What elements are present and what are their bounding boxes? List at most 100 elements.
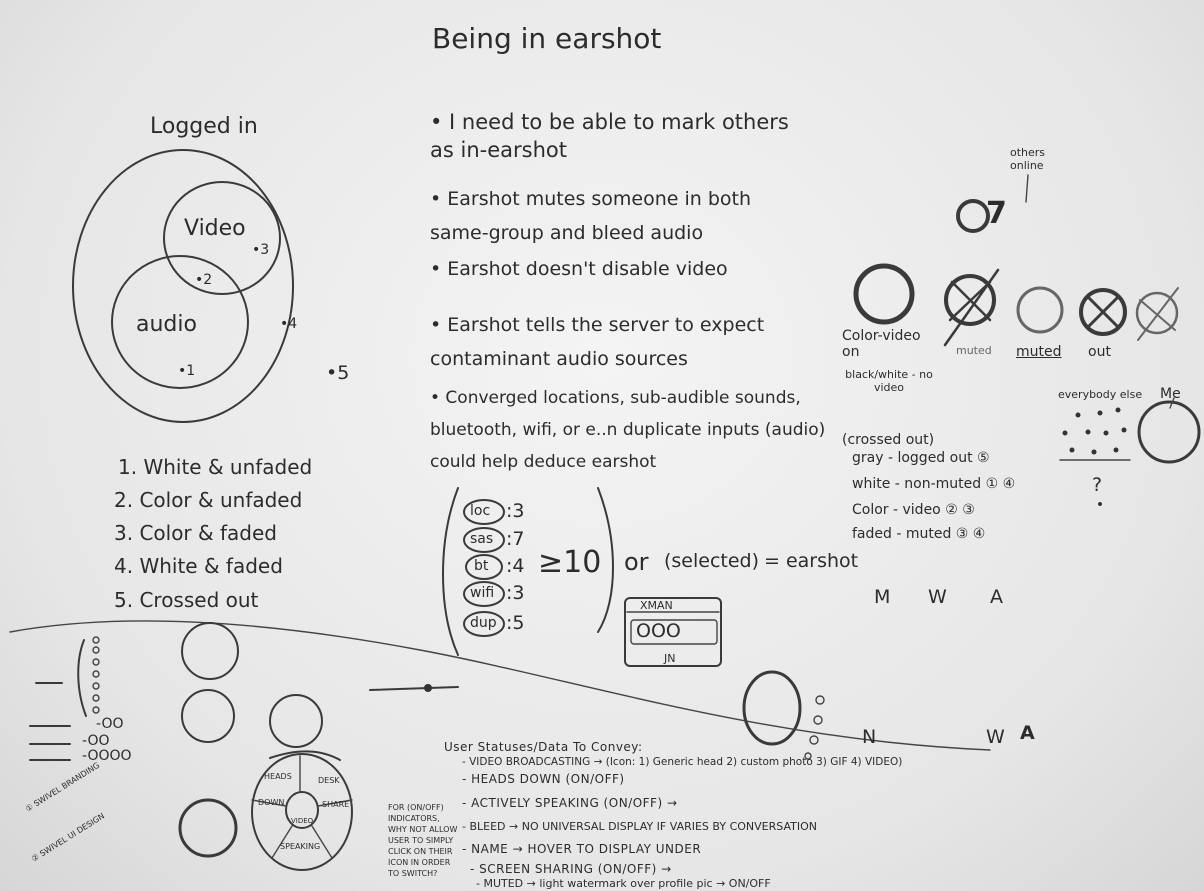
muted-crossed-label: muted bbox=[956, 344, 992, 357]
formula-value: :3 bbox=[506, 500, 525, 522]
venn-logged-in-circle bbox=[72, 149, 294, 423]
right-bottom-circle bbox=[742, 670, 802, 746]
avatar-sketch-2 bbox=[181, 689, 235, 743]
wheel-label-heads: HEADS bbox=[264, 772, 292, 781]
formula-open-paren bbox=[442, 487, 459, 656]
others-arrow bbox=[1025, 174, 1029, 203]
me-circle bbox=[1137, 400, 1201, 464]
mini-window-row-text: OOO bbox=[636, 620, 681, 642]
bullet-item: • I need to be able to mark others as in… bbox=[430, 110, 789, 162]
page-title: Being in earshot bbox=[432, 22, 662, 55]
formula-or: or bbox=[624, 548, 649, 576]
venn-audio-circle bbox=[111, 255, 249, 389]
venn-video-circle bbox=[163, 181, 281, 295]
state-item: 3. Color & faded bbox=[114, 521, 277, 545]
legend-item: faded - muted ③ ④ bbox=[852, 526, 986, 542]
state-item: 1. White & unfaded bbox=[118, 455, 313, 479]
others-online-count: 7 bbox=[986, 196, 1007, 231]
venn-point-3: •3 bbox=[252, 242, 270, 258]
formula-key: wifi bbox=[470, 585, 495, 601]
status-heading: User Statuses/Data To Convey: bbox=[444, 740, 643, 754]
state-item: 4. White & faded bbox=[114, 554, 283, 578]
dash-mark-2: -OO bbox=[82, 733, 110, 749]
status-item: - ACTIVELY SPEAKING (ON/OFF) → bbox=[462, 796, 678, 810]
wheel-label-video: VIDEO bbox=[291, 817, 314, 825]
legend-item: white - non-muted ① ④ bbox=[852, 476, 1016, 492]
logged-out-circle bbox=[1135, 291, 1179, 335]
left-bracket bbox=[77, 639, 87, 717]
question-mark: ? bbox=[1092, 474, 1103, 496]
everybody-dots bbox=[1062, 407, 1127, 506]
wheel-neck bbox=[269, 750, 341, 761]
formula-value: :3 bbox=[506, 582, 525, 604]
avatar-sketch-3 bbox=[178, 798, 238, 858]
me-label: Me bbox=[1160, 386, 1181, 402]
muted-crossed-circle bbox=[944, 274, 996, 326]
bullet-item: • Earshot mutes someone in both same-gro… bbox=[430, 188, 752, 244]
venn-point-1: •1 bbox=[178, 363, 196, 379]
logged-out-cross bbox=[1137, 287, 1179, 341]
dash-mark-3: -OOOO bbox=[82, 748, 132, 764]
mini-window-title: XMAN bbox=[640, 599, 673, 612]
status-wheel bbox=[251, 753, 353, 871]
others-online-label: others online bbox=[1010, 146, 1046, 172]
formula-key: bt bbox=[474, 558, 489, 574]
legend-item: gray - logged out ⑤ bbox=[852, 450, 990, 466]
formula-value: :5 bbox=[506, 612, 525, 634]
state-item: 2. Color & unfaded bbox=[114, 488, 303, 512]
out-label: out bbox=[1088, 344, 1111, 360]
bullet-item: • Earshot doesn't disable video bbox=[430, 258, 728, 280]
legend-item: Color - video ② ③ bbox=[852, 502, 975, 518]
status-item: - NAME → HOVER TO DISPLAY UNDER bbox=[462, 842, 702, 856]
status-item: - BLEED → NO UNIVERSAL DISPLAY IF VARIES… bbox=[462, 820, 817, 833]
mini-window-sketch bbox=[624, 597, 722, 667]
wheel-label-down: DOWN bbox=[258, 798, 285, 807]
formula-key: dup bbox=[470, 615, 497, 631]
me-arrow bbox=[1169, 397, 1175, 409]
wheel-head-circle bbox=[269, 694, 323, 748]
wheel-label-share: SHARE bbox=[322, 800, 350, 809]
nwa-n: N bbox=[862, 726, 877, 748]
formula-oval-dup bbox=[463, 611, 505, 637]
out-circle bbox=[1079, 288, 1127, 336]
status-item: - VIDEO BROADCASTING → (Icon: 1) Generic… bbox=[462, 756, 903, 768]
side-note: FOR (ON/OFF) INDICATORS, WHY NOT ALLOW U… bbox=[388, 803, 458, 878]
slider-knob bbox=[424, 684, 432, 692]
wheel-label-desk: DESK bbox=[318, 776, 340, 785]
mwa-a: A bbox=[990, 586, 1003, 608]
slider-line bbox=[369, 686, 459, 691]
dash-mark-1: -OO bbox=[96, 716, 124, 732]
bw-label: black/white - no video bbox=[845, 368, 933, 394]
wheel-label-speaking: SPEAKING bbox=[280, 842, 321, 851]
nwa-w: W bbox=[986, 726, 1005, 748]
bullet-item: • Earshot tells the server to expect con… bbox=[430, 314, 765, 370]
formula-key: sas bbox=[470, 531, 494, 547]
status-item: - MUTED → light watermark over profile p… bbox=[476, 877, 771, 890]
formula-value: :4 bbox=[506, 555, 525, 577]
formula-oval-bt bbox=[465, 554, 503, 580]
everybody-label: everybody else bbox=[1058, 388, 1143, 401]
others-online-circle bbox=[956, 199, 990, 233]
mwa-m: M bbox=[874, 586, 891, 608]
wheel-spokes bbox=[251, 755, 353, 859]
mwa-w: W bbox=[928, 586, 947, 608]
formula-threshold: ≥10 bbox=[538, 545, 602, 580]
state-item: 5. Crossed out bbox=[114, 588, 259, 612]
status-item: - SCREEN SHARING (ON/OFF) → bbox=[470, 862, 672, 876]
mini-window-foot: JN bbox=[664, 652, 676, 665]
venn-point-5: •5 bbox=[326, 362, 350, 384]
venn-video-label: Video bbox=[184, 216, 246, 241]
divider-curve bbox=[9, 620, 991, 751]
formula-close-paren bbox=[597, 487, 614, 633]
venn-audio-label: audio bbox=[136, 312, 197, 337]
status-wheel-center bbox=[285, 791, 319, 829]
mini-window-row bbox=[630, 619, 718, 645]
avatar-sketch-1 bbox=[181, 622, 239, 680]
bracket-dots bbox=[92, 636, 100, 714]
formula-oval-loc bbox=[463, 499, 505, 525]
venn-point-2: •2 bbox=[195, 272, 213, 288]
muted-circle bbox=[1016, 286, 1064, 334]
formula-key: loc bbox=[470, 503, 491, 519]
muted-cross bbox=[943, 268, 1000, 347]
